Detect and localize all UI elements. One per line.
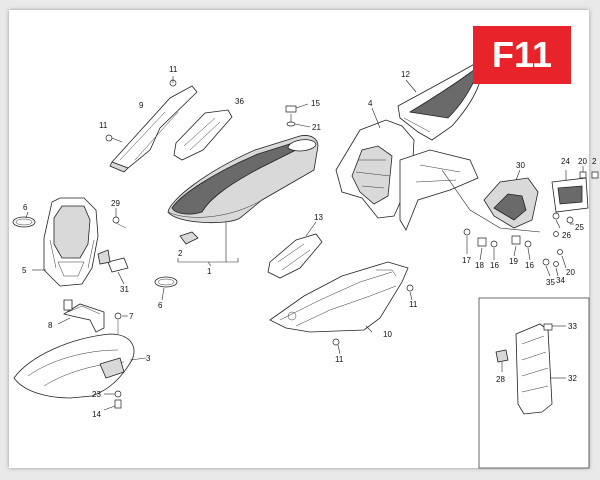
washer-21 [286, 121, 311, 128]
part-24-reflector [551, 177, 589, 213]
callout-31: 31 [120, 285, 129, 294]
callout-34: 34 [556, 276, 565, 285]
callout-20-bottom: 20 [566, 268, 575, 277]
callout-11-bottom: 11 [335, 355, 344, 364]
part-30-plate-holder [483, 177, 539, 229]
part-5-headlight-mask [43, 197, 99, 287]
callout-5: 5 [22, 266, 27, 275]
callout-11-left: 11 [99, 121, 108, 130]
bolt-23-14 [103, 390, 122, 411]
part-4-rear-mudguard [335, 119, 479, 231]
bolt-11-right [406, 284, 414, 301]
clamp-6-left [12, 216, 36, 228]
callout-25: 25 [575, 223, 584, 232]
callout-28: 28 [496, 375, 505, 384]
bolt-2-top [591, 171, 599, 179]
part-12-rear-fender [397, 61, 485, 141]
callout-35: 35 [546, 278, 555, 287]
callout-3: 3 [146, 354, 151, 363]
callout-18: 18 [475, 261, 484, 270]
bolt-11-upper [169, 76, 177, 87]
clamp-6-middle [154, 276, 178, 301]
callout-4: 4 [368, 99, 373, 108]
callout-2-seat: 2 [178, 249, 183, 258]
callout-26: 26 [562, 231, 571, 240]
callout-12: 12 [401, 70, 410, 79]
part-9-headlight-bracket [109, 85, 198, 173]
bolt-11-left [105, 134, 123, 143]
callout-6-middle: 6 [158, 301, 163, 310]
callout-15: 15 [311, 99, 320, 108]
callout-21: 21 [312, 123, 321, 132]
bolt-20-top [579, 166, 587, 179]
callout-6-left: 6 [23, 203, 28, 212]
callout-33: 33 [568, 322, 577, 331]
callout-7: 7 [129, 312, 134, 321]
nut-28 [495, 349, 509, 372]
small-bolts-right [552, 212, 574, 237]
callout-17: 17 [462, 256, 471, 265]
callout-32: 32 [568, 374, 577, 383]
callout-9: 9 [139, 101, 144, 110]
callout-13: 13 [314, 213, 323, 222]
part-31-reflector [107, 257, 129, 285]
bolt-11-bottom [332, 338, 341, 355]
part-13-side-panel [267, 233, 323, 279]
callout-23: 23 [92, 390, 101, 399]
bolt-33 [543, 323, 566, 331]
callout-16-left: 16 [490, 261, 499, 270]
hardware-row [463, 228, 563, 267]
callout-1: 1 [207, 267, 212, 276]
callout-19: 19 [509, 257, 518, 266]
section-badge: F11 [473, 26, 571, 84]
part-36-side-cover [173, 109, 233, 161]
part-32-mud-flap [515, 323, 553, 415]
callout-36: 36 [235, 97, 244, 106]
callout-20-top: 20 [578, 157, 587, 166]
bolt-7 [114, 312, 128, 334]
callout-labels: 11 9 36 15 21 4 12 20 2 11 6 29 5 31 30 … [22, 65, 597, 419]
part-1-seat [167, 135, 319, 224]
part-8-bracket [62, 299, 105, 333]
callout-24: 24 [561, 157, 570, 166]
part-2-seat-clip [179, 231, 199, 245]
callout-2-top: 2 [592, 157, 597, 166]
bolt-29 [112, 208, 127, 229]
part-10-side-shroud [269, 261, 409, 333]
callout-11-top: 11 [169, 65, 178, 74]
callout-11-right: 11 [409, 300, 418, 309]
callout-16-right: 16 [525, 261, 534, 270]
callout-8: 8 [48, 321, 53, 330]
part-3-front-fender [13, 333, 135, 399]
callout-30: 30 [516, 161, 525, 170]
bolt-15 [285, 103, 309, 113]
callout-14: 14 [92, 410, 101, 419]
callout-29: 29 [111, 199, 120, 208]
callout-10: 10 [383, 330, 392, 339]
